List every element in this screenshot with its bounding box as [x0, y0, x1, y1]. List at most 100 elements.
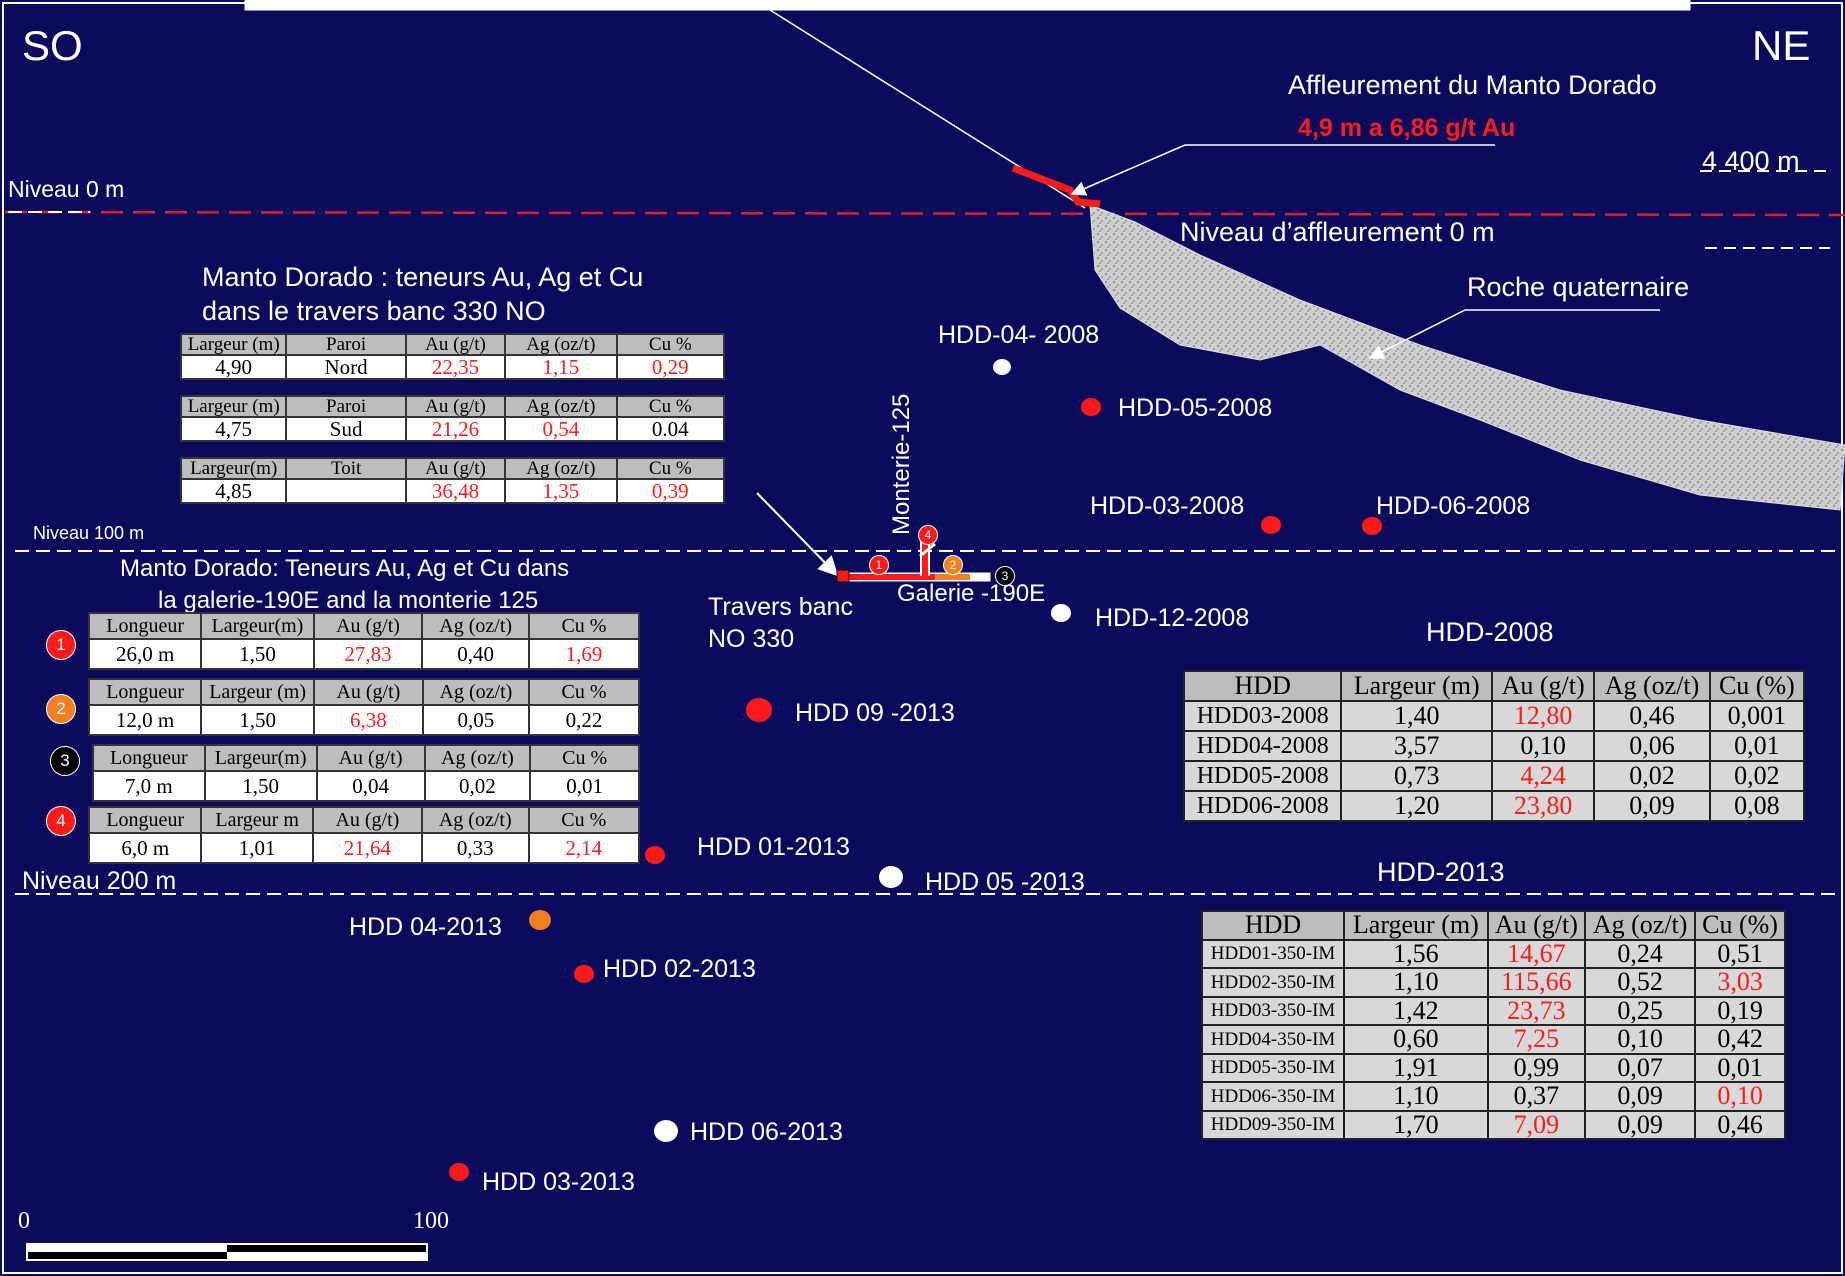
travers-value-cell: 0,54: [504, 416, 618, 442]
mine-workings: [836, 540, 991, 583]
monterie-label: Monterie-125: [888, 393, 915, 535]
hdd2008-data-cell: HDD04-2008: [1182, 730, 1343, 762]
hdd2008-data-cell: 0,09: [1593, 790, 1711, 822]
galerie-label: Galerie -190E: [897, 580, 1046, 607]
hdd2013-header-cell: Cu (%): [1694, 910, 1786, 941]
galerie-header-cell: Au (g/t): [312, 612, 424, 640]
rock-callout-arrow: [1368, 309, 1466, 359]
hdd2013-data-cell: 23,73: [1486, 995, 1587, 1026]
drillhole-markers: [449, 359, 1382, 1181]
working-badge-1: 1: [869, 555, 889, 575]
galerie-header-cell: Au (g/t): [315, 744, 426, 772]
drillhole-marker: [879, 866, 903, 888]
drillhole-label: HDD 06-2013: [690, 1118, 843, 1146]
hdd2008-data-cell: 23,80: [1490, 790, 1596, 822]
hdd2013-data-cell: 1,10: [1343, 967, 1489, 998]
galerie-value-cell: 21,64: [311, 832, 423, 864]
travers-title-1: Manto Dorado : teneurs Au, Ag et Cu: [202, 262, 644, 292]
galerie-badge-2: 2: [46, 694, 76, 724]
hdd2013-data-cell: 0,99: [1486, 1052, 1587, 1083]
orientation-right: NE: [1752, 22, 1811, 69]
galerie-header-cell: Largeur(m): [200, 612, 315, 640]
galerie-value-cell: 0,02: [423, 770, 532, 802]
drillhole-label: HDD 03-2013: [482, 1168, 635, 1196]
hdd2013-data-cell: 0,09: [1584, 1081, 1697, 1112]
hdd2013-data-cell: 0,10: [1694, 1081, 1786, 1112]
travers-header-cell: Paroi: [285, 395, 407, 418]
galerie-header-cell: Ag (oz/t): [420, 806, 530, 834]
travers-header-cell: Cu %: [615, 457, 726, 480]
hdd2008-data-cell: 3,57: [1340, 730, 1493, 762]
elevation-label: 4 400 m: [1702, 146, 1800, 176]
hdd2008-data-cell: 0,46: [1593, 700, 1711, 732]
galerie-value-cell: 26,0 m: [87, 638, 203, 670]
outcrop-result: 4,9 m a 6,86 g/t Au: [1298, 114, 1516, 142]
level-200-label: Niveau 200 m: [22, 867, 177, 895]
drillhole-label: HDD-03-2008: [1090, 492, 1245, 520]
hdd2008-data-cell: 0,06: [1593, 730, 1711, 762]
hdd2008-data-cell: 1,40: [1340, 700, 1493, 732]
galerie-header-cell: Au (g/t): [313, 678, 424, 706]
travers-header-cell: Cu %: [615, 333, 726, 356]
level-0-label: Niveau 0 m: [8, 176, 125, 202]
travers-header-cell: Toit: [285, 457, 407, 480]
outcrop-title: Affleurement du Manto Dorado: [1288, 70, 1657, 100]
outcrop-mineralization: [1011, 164, 1101, 208]
drillhole-marker: [993, 359, 1011, 375]
travers-value-cell: 36,48: [404, 478, 507, 504]
drillhole-marker: [529, 910, 551, 930]
hdd2008-data-cell: 0,02: [1593, 760, 1711, 792]
hdd2008-header-cell: Largeur (m): [1340, 670, 1493, 702]
outcrop-callout-arrow: [1070, 144, 1186, 196]
galerie-header-cell: Ag (oz/t): [421, 678, 531, 706]
travers-label-2: NO 330: [708, 625, 795, 653]
hdd2008-header-cell: Ag (oz/t): [1593, 670, 1711, 702]
galerie-value-cell: 0,05: [421, 704, 531, 736]
travers-value-cell: Nord: [285, 354, 407, 380]
hdd2013-data-cell: 0,51: [1694, 938, 1786, 969]
hdd2013-data-cell: 1,42: [1343, 995, 1489, 1026]
drillhole-label: HDD-12-2008: [1095, 604, 1250, 632]
hdd2013-data-cell: 0,07: [1584, 1052, 1697, 1083]
drillhole-label: HDD 04-2013: [349, 913, 502, 941]
drillhole-label: HDD 09 -2013: [795, 699, 955, 727]
hdd2013-data-cell: 0,19: [1694, 995, 1786, 1026]
hdd2013-title: HDD-2013: [1377, 857, 1505, 887]
drillhole-marker: [1362, 517, 1382, 535]
galerie-value-cell: 1,50: [203, 770, 318, 802]
hdd2008-data-cell: 0,02: [1708, 760, 1806, 792]
galerie-header-cell: Ag (oz/t): [421, 612, 530, 640]
drillhole-marker: [746, 698, 772, 722]
galerie-header-cell: Cu %: [527, 612, 641, 640]
galerie-header-cell: Longueur: [87, 612, 203, 640]
galerie-header-cell: Ag (oz/t): [423, 744, 532, 772]
travers-value-cell: [285, 478, 407, 504]
hdd2008-header-cell: HDD: [1182, 670, 1343, 702]
travers-header-cell: Ag (oz/t): [504, 457, 618, 480]
hdd2013-data-cell: HDD09-350-IM: [1200, 1109, 1346, 1140]
galerie-badge-4: 4: [46, 806, 76, 836]
working-badge-3: 3: [995, 566, 1015, 586]
hdd2008-data-cell: 12,80: [1490, 700, 1596, 732]
orientation-left: SO: [22, 22, 83, 69]
drillhole-marker: [645, 846, 665, 864]
hdd2013-data-cell: 1,10: [1343, 1081, 1489, 1112]
travers-value-cell: 21,26: [404, 416, 507, 442]
hdd2013-data-cell: HDD02-350-IM: [1200, 967, 1346, 998]
travers-header-cell: Cu %: [615, 395, 726, 418]
galerie-header-cell: Longueur: [87, 678, 203, 706]
hdd2013-data-cell: HDD06-350-IM: [1200, 1081, 1346, 1112]
hdd2013-header-cell: Ag (oz/t): [1584, 910, 1697, 941]
hdd2008-data-cell: HDD05-2008: [1182, 760, 1343, 792]
